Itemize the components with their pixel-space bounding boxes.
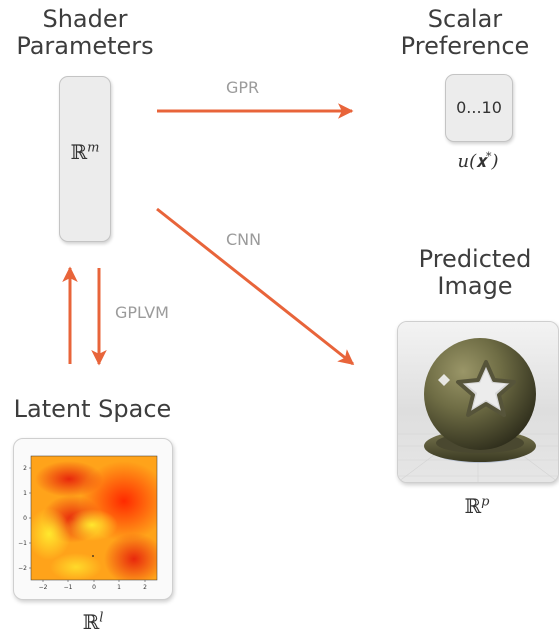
- predicted-image-space: ℝp: [464, 494, 490, 518]
- x-tick-label: 2: [143, 584, 147, 591]
- y-tick-label: 0: [23, 515, 27, 522]
- latent-space-card: −2 −1 0 1 2 2 1 0 −1 −2: [13, 438, 173, 600]
- scalar-preference-title: Scalar Preference: [400, 5, 530, 60]
- predicted-material-render: [398, 322, 558, 482]
- shader-parameters-box: [59, 76, 111, 242]
- x-tick-label: 1: [117, 584, 121, 591]
- shader-parameters-space: ℝm: [70, 140, 100, 164]
- x-tick-label: −1: [64, 584, 73, 591]
- cnn-arrow: [156, 207, 355, 366]
- y-tick-label: −2: [18, 565, 27, 572]
- gplvm-label: GPLVM: [115, 303, 169, 322]
- predicted-image-card: [397, 321, 559, 483]
- x-tick-label: 0: [92, 584, 96, 591]
- y-tick-label: 2: [23, 465, 27, 472]
- latent-space-title: Latent Space: [13, 395, 172, 423]
- utility-function: u(𝐱*): [457, 150, 499, 172]
- scalar-preference-box: [445, 74, 513, 142]
- y-tick-label: −1: [18, 540, 27, 547]
- shader-parameters-title: Shader Parameters: [16, 5, 154, 60]
- y-tick-label: 1: [23, 490, 27, 497]
- gpr-label: GPR: [226, 78, 260, 97]
- x-tick-label: −2: [39, 584, 48, 591]
- cnn-label: CNN: [226, 230, 262, 249]
- latent-heatmap: −2 −1 0 1 2 2 1 0 −1 −2: [18, 455, 158, 591]
- preference-range: 0...10: [456, 98, 502, 117]
- latent-space-space: ℝl: [82, 610, 104, 634]
- predicted-image-title: Predicted Image: [418, 245, 532, 300]
